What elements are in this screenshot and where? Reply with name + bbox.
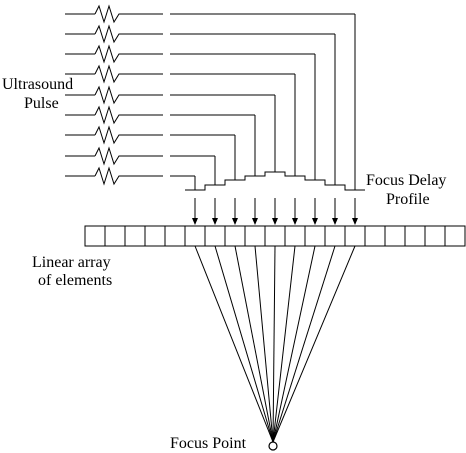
array-element <box>344 225 366 247</box>
array-element <box>104 225 126 247</box>
array-element <box>284 225 306 247</box>
array-element <box>164 225 186 247</box>
array-element <box>224 225 246 247</box>
pulse-waveform <box>94 4 124 186</box>
ultrasound-pulse-label-line2: Pulse <box>24 95 59 112</box>
arrow-head <box>352 218 358 225</box>
array-element <box>244 225 266 247</box>
arrow-head <box>292 218 298 225</box>
focus-point-marker <box>268 441 278 451</box>
delay-lines <box>194 14 356 190</box>
beam-line <box>272 245 336 443</box>
pulse-lines <box>65 13 355 177</box>
delay-arrows <box>192 198 358 225</box>
array-element <box>304 225 326 247</box>
arrow-head <box>312 218 318 225</box>
beam-line <box>234 245 274 443</box>
focus-delay-label-line2: Profile <box>386 191 430 208</box>
beam-line <box>272 245 356 443</box>
arrow-head <box>332 218 338 225</box>
focus-beams <box>194 245 356 443</box>
pulse-zigzag <box>94 105 124 125</box>
pulse-zigzag <box>94 64 124 84</box>
arrow-head <box>272 218 278 225</box>
array-element <box>384 225 406 247</box>
array-element <box>364 225 386 247</box>
array-element <box>84 225 106 247</box>
beam-line <box>254 245 274 443</box>
profile-step <box>185 171 365 191</box>
array-element <box>204 225 226 247</box>
focus-delay-label-line1: Focus Delay <box>366 172 447 189</box>
array-element <box>144 225 166 247</box>
arrow-head <box>232 218 238 225</box>
array-element <box>404 225 426 247</box>
ultrasound-pulse-label-line1: Ultrasound <box>2 76 74 93</box>
array-element <box>424 225 446 247</box>
pulse-zigzag <box>94 125 124 145</box>
beam-line <box>272 245 316 443</box>
array-element <box>124 225 146 247</box>
arrow-head <box>192 218 198 225</box>
pulse-zigzag <box>94 166 124 186</box>
beam-line <box>272 245 296 443</box>
array-element <box>444 225 466 247</box>
beam-line <box>194 245 274 443</box>
focus-point-label: Focus Point <box>170 435 247 452</box>
pulse-zigzag <box>94 146 124 166</box>
array-element <box>324 225 346 247</box>
pulse-zigzag <box>94 4 124 24</box>
array-element <box>184 225 206 247</box>
linear-array <box>84 225 466 247</box>
beam-line <box>214 245 274 443</box>
beam-line <box>272 245 276 443</box>
arrow-head <box>212 218 218 225</box>
linear-array-label-line2: of elements <box>38 272 113 289</box>
delay-profile-curve <box>185 171 365 191</box>
array-element <box>264 225 286 247</box>
arrow-head <box>252 218 258 225</box>
linear-array-label-line1: Linear array <box>32 254 111 271</box>
pulse-zigzag <box>94 85 124 105</box>
pulse-zigzag <box>94 44 124 64</box>
pulse-zigzag <box>94 24 124 44</box>
